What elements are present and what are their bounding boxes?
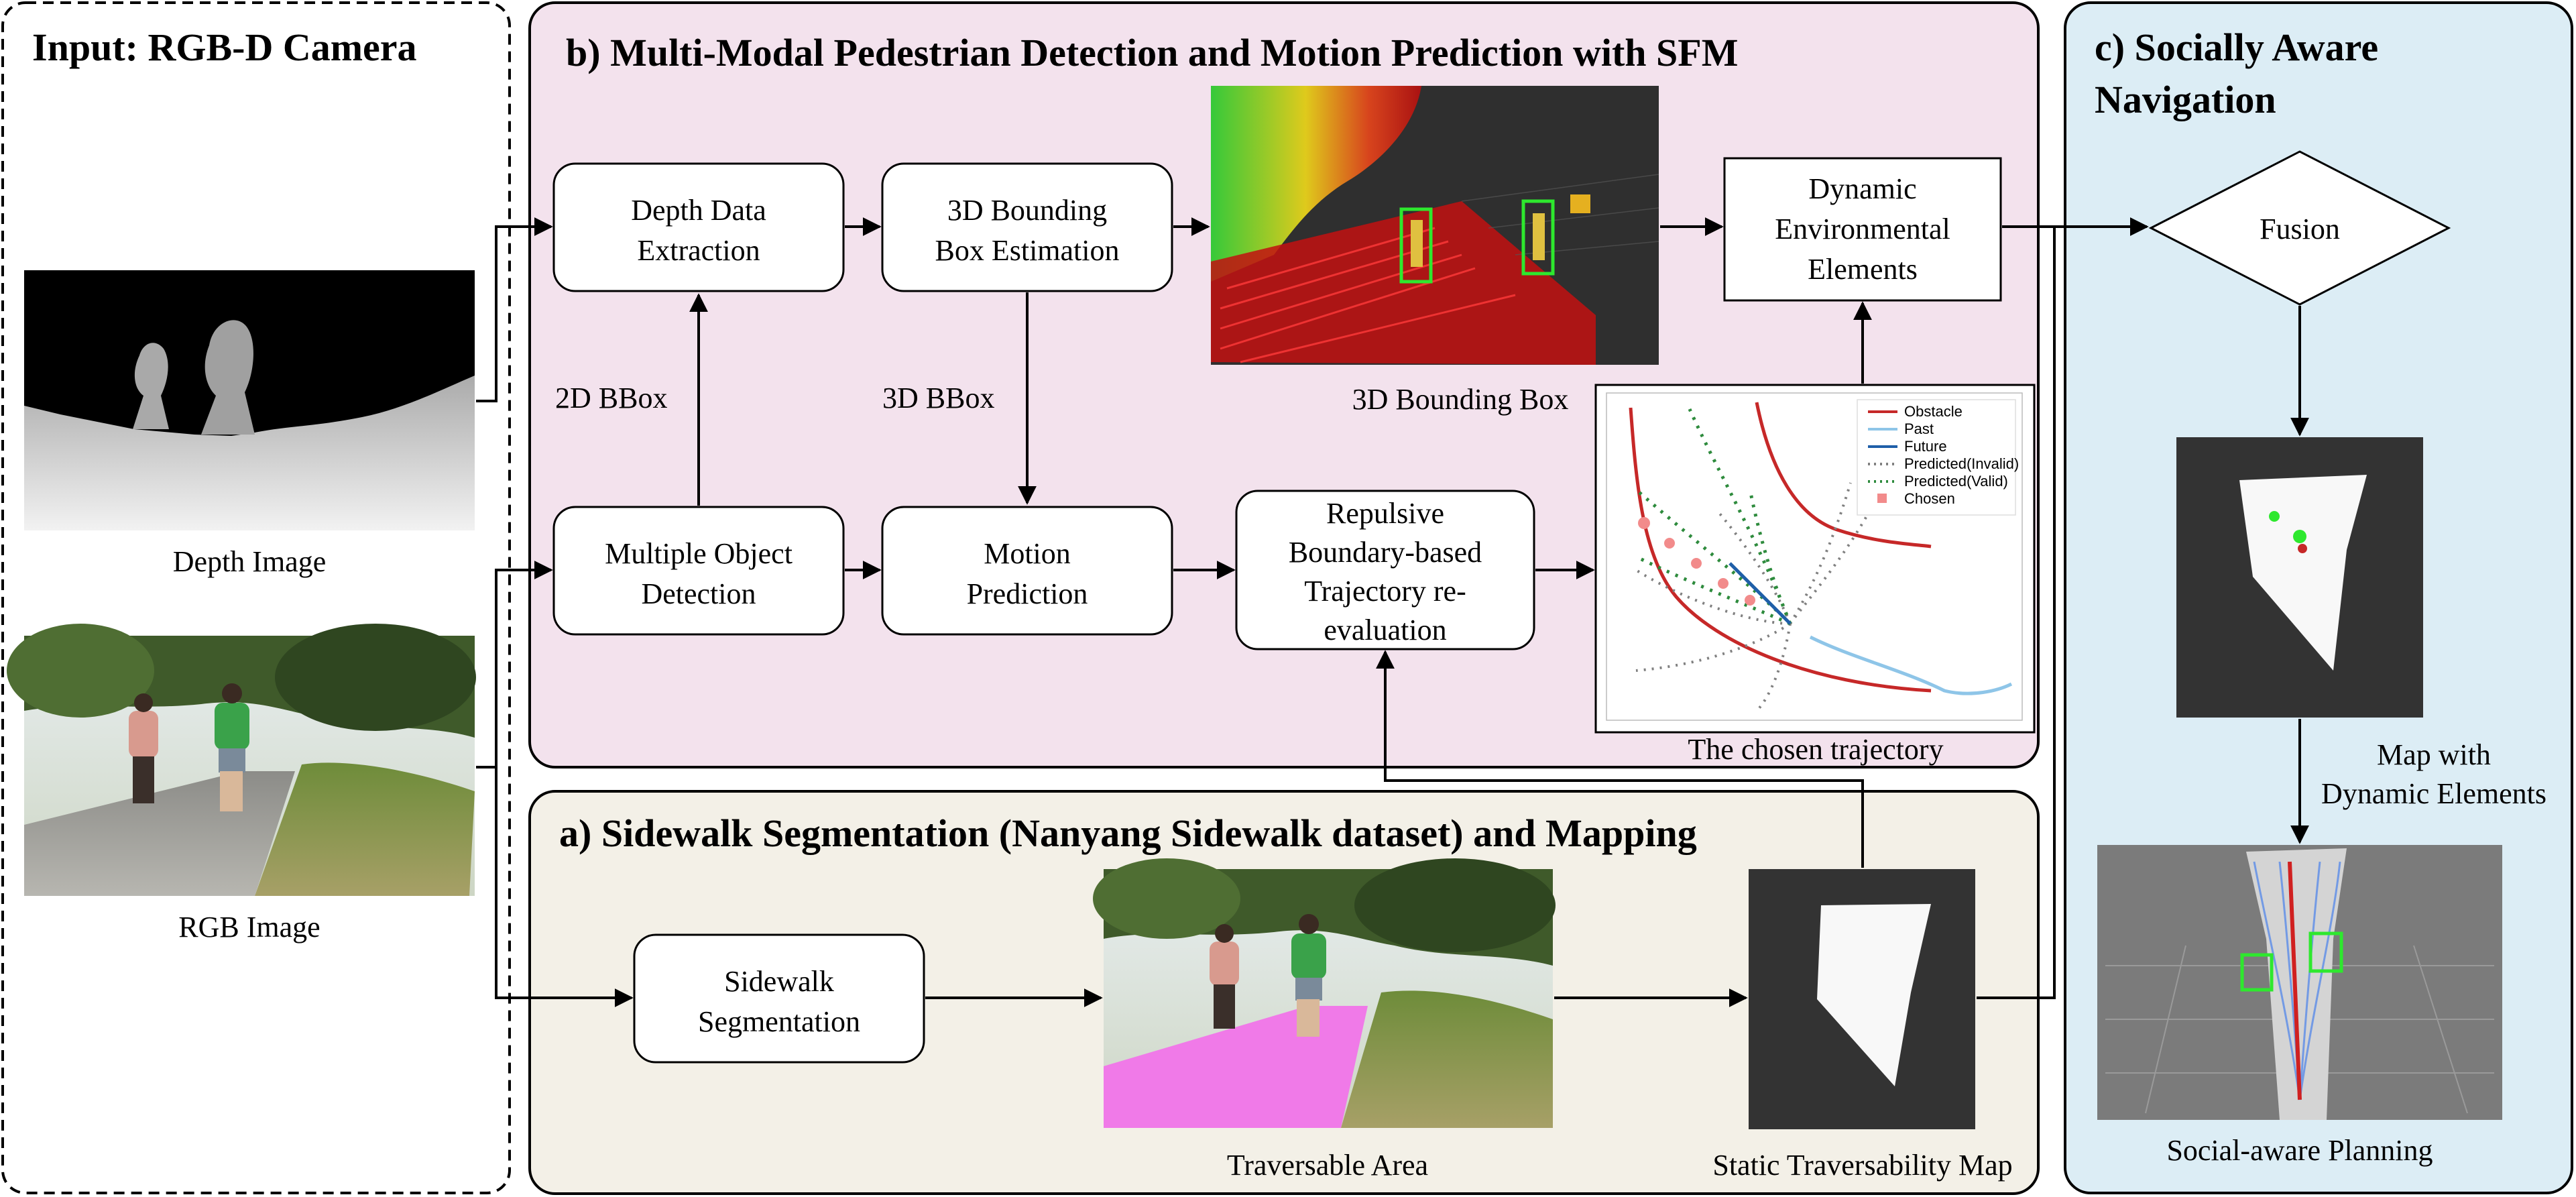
- arrow-rgb-to-segmentation: [495, 767, 634, 1007]
- social-planning-caption: Social-aware Planning: [2166, 1134, 2433, 1167]
- connector-arrows: [476, 217, 2309, 1007]
- motion-prediction-box: Motion Prediction: [881, 506, 1173, 636]
- trajectory-plot: Obstacle Past Future Predicted(Invalid) …: [1594, 384, 2036, 734]
- static-map-image: [1749, 869, 1975, 1129]
- svg-text:Extraction: Extraction: [637, 234, 760, 267]
- chosen-trajectory-caption: The chosen trajectory: [1688, 733, 1943, 766]
- svg-text:Future: Future: [1904, 438, 1947, 455]
- legend-item-predicted-valid: Predicted(Valid): [1868, 473, 2008, 490]
- dynamic-map-image: [2176, 437, 2423, 718]
- svg-text:Dynamic: Dynamic: [1808, 172, 1916, 205]
- svg-text:Elements: Elements: [1808, 253, 1918, 286]
- bounding-box-render: [1211, 86, 1659, 365]
- input-panel-title: Input: RGB-D Camera: [32, 25, 417, 69]
- map-dynamic-caption-line2: Dynamic Elements: [2321, 777, 2546, 810]
- object-detection-box: Multiple Object Detection: [552, 506, 845, 636]
- arrow-map-to-repulsive: [1376, 650, 1864, 868]
- dynamic-elements-box: Dynamic Environmental Elements: [1723, 157, 2002, 302]
- rgb-image: [7, 624, 476, 896]
- svg-text:Prediction: Prediction: [967, 577, 1088, 610]
- traversable-area-image: [1093, 858, 1556, 1128]
- edge-label-2d-bbox: 2D BBox: [555, 382, 667, 414]
- svg-text:Past: Past: [1904, 420, 1934, 437]
- map-dynamic-caption-line1: Map with: [2377, 738, 2491, 771]
- svg-text:Chosen: Chosen: [1904, 490, 1955, 507]
- svg-text:Repulsive: Repulsive: [1326, 497, 1444, 530]
- panel-b-title: b) Multi-Modal Pedestrian Detection and …: [566, 31, 1738, 74]
- social-planning-image: [2097, 845, 2502, 1120]
- future-path: [1729, 562, 1792, 625]
- planning-bbox-2: [2308, 931, 2343, 973]
- panel-a-title: a) Sidewalk Segmentation (Nanyang Sidewa…: [559, 811, 1697, 855]
- fusion-diamond: Fusion: [2148, 150, 2451, 306]
- svg-text:Multiple Object: Multiple Object: [605, 537, 793, 570]
- predicted-invalid: [1635, 482, 1879, 712]
- obstacle-curve-1: [1629, 407, 1932, 693]
- svg-text:3D Bounding: 3D Bounding: [947, 194, 1107, 227]
- edge-label-3d-bbox: 3D BBox: [882, 382, 994, 414]
- bbox-person-2: [1521, 199, 1555, 276]
- panel-c-title-line2: Navigation: [2095, 78, 2276, 121]
- planning-bbox-1: [2240, 953, 2274, 992]
- bounding-box-caption: 3D Bounding Box: [1352, 383, 1569, 416]
- svg-text:Depth Data: Depth Data: [631, 194, 766, 227]
- svg-text:Motion: Motion: [984, 537, 1071, 570]
- input-panel: Input: RGB-D Camera Depth Image: [1, 1, 511, 1194]
- sidewalk-segmentation-box: Sidewalk Segmentation: [633, 933, 925, 1064]
- static-map-caption: Static Traversability Map: [1712, 1149, 2012, 1182]
- svg-text:Boundary-based: Boundary-based: [1289, 536, 1482, 569]
- svg-text:Box Estimation: Box Estimation: [935, 234, 1120, 267]
- depth-image-caption: Depth Image: [173, 545, 326, 578]
- rgb-image-caption: RGB Image: [178, 911, 320, 944]
- depth-extraction-box: Depth Data Extraction: [552, 162, 845, 292]
- svg-text:Environmental: Environmental: [1775, 213, 1950, 245]
- svg-text:Trajectory re-: Trajectory re-: [1304, 575, 1466, 608]
- arrow-map-to-fusion: [1977, 227, 2056, 999]
- svg-text:Sidewalk: Sidewalk: [724, 965, 834, 998]
- svg-text:Obstacle: Obstacle: [1904, 403, 1963, 420]
- repulsive-evaluation-box: Repulsive Boundary-based Trajectory re- …: [1235, 490, 1535, 650]
- legend-item-past: Past: [1868, 420, 1934, 437]
- obstacle-curve-2: [1755, 402, 1932, 549]
- depth-image: [24, 270, 475, 530]
- legend-item-future: Future: [1868, 438, 1947, 455]
- bbox-person-1: [1399, 207, 1433, 284]
- arrow-depth-to-extraction: [476, 217, 553, 402]
- svg-text:Predicted(Valid): Predicted(Valid): [1904, 473, 2008, 490]
- panel-c-title-line1: c) Socially Aware: [2095, 25, 2378, 69]
- svg-text:Predicted(Invalid): Predicted(Invalid): [1904, 455, 2019, 472]
- past-path: [1809, 635, 2013, 695]
- bbox-estimation-box: 3D Bounding Box Estimation: [881, 162, 1173, 292]
- legend-item-obstacle: Obstacle: [1868, 403, 1963, 420]
- arrow-rgb-to-detection: [476, 561, 553, 768]
- chosen-points: [1638, 517, 1755, 606]
- legend-item-predicted-invalid: Predicted(Invalid): [1868, 455, 2019, 472]
- svg-text:Fusion: Fusion: [2260, 213, 2340, 245]
- svg-text:Detection: Detection: [641, 577, 756, 610]
- svg-text:Segmentation: Segmentation: [698, 1005, 860, 1038]
- traversable-area-caption: Traversable Area: [1227, 1149, 1428, 1182]
- svg-text:evaluation: evaluation: [1324, 614, 1446, 646]
- legend-item-chosen: Chosen: [1877, 490, 1955, 507]
